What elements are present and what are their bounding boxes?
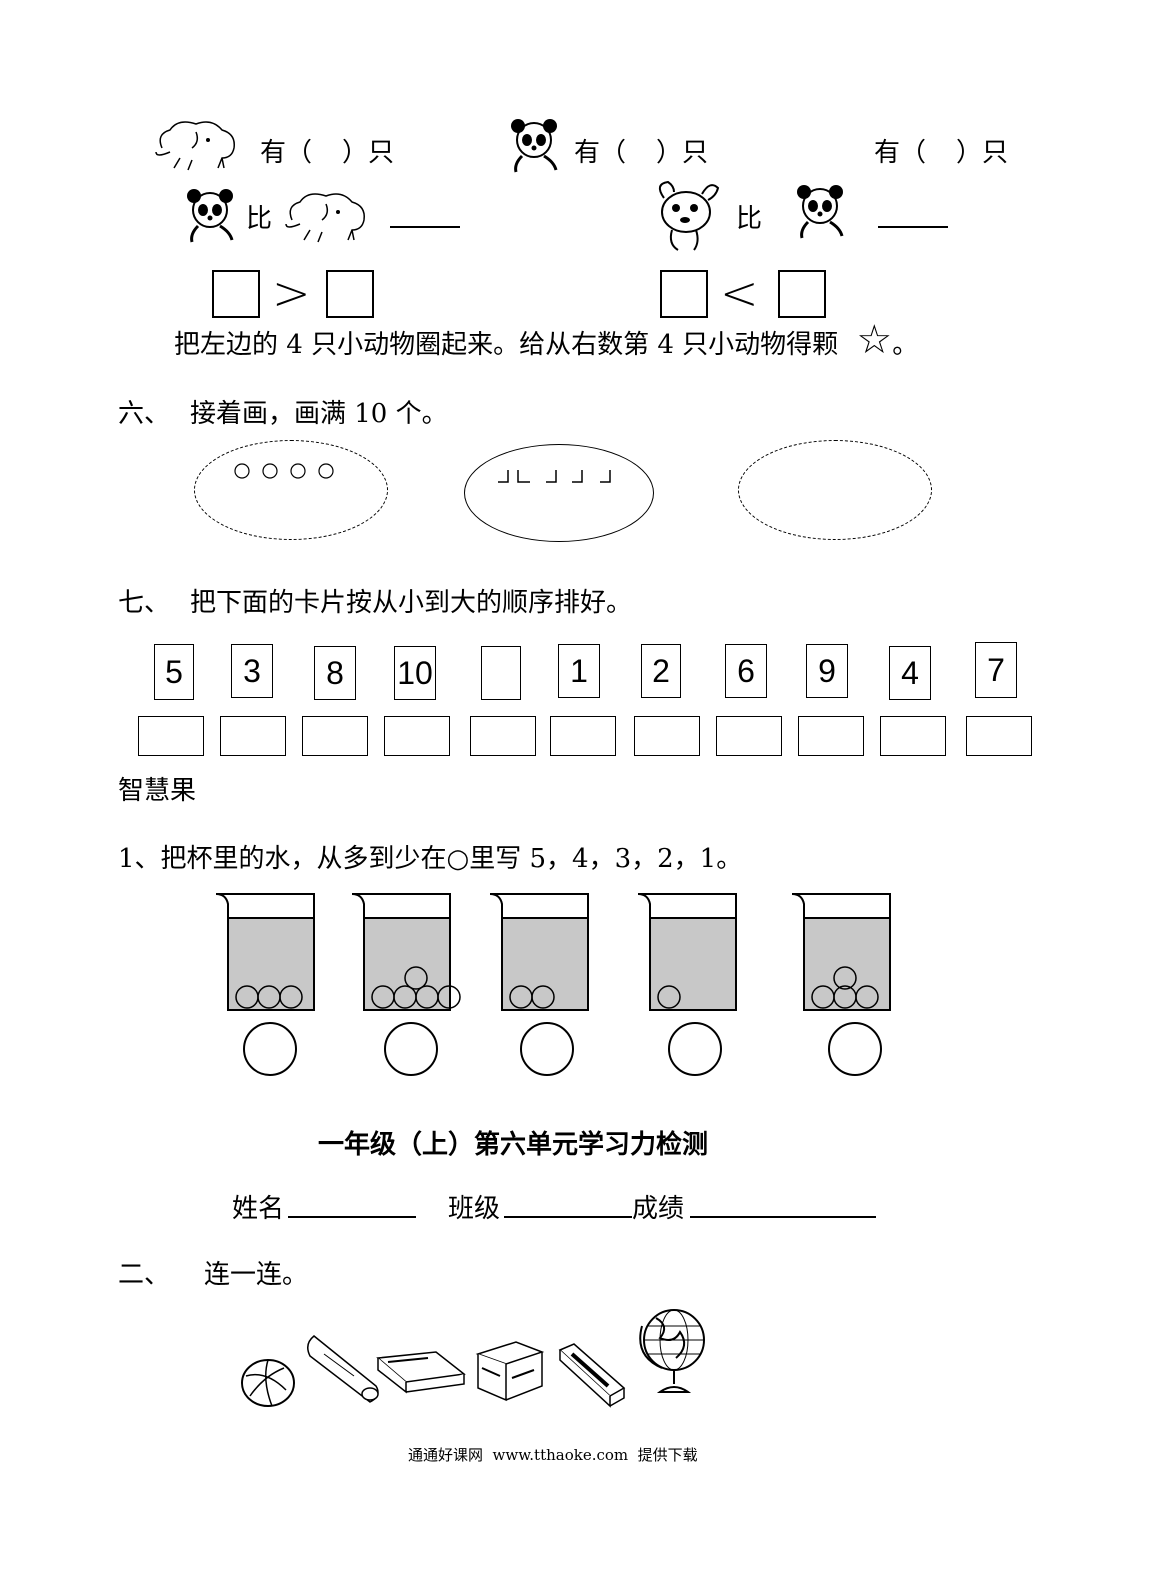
volleyball-icon: [241, 1359, 295, 1407]
answer-box[interactable]: [212, 270, 260, 318]
count-prefix: 有（: [874, 138, 927, 168]
class-blank[interactable]: [504, 1216, 632, 1218]
compare-word: 比: [736, 204, 763, 234]
section-text: 接着画，画满 10 个。: [190, 399, 448, 429]
answer-slot[interactable]: [302, 716, 368, 756]
number-card[interactable]: 5: [154, 644, 194, 700]
draw-oval-ticks[interactable]: [464, 444, 654, 542]
score-label: 成绩: [632, 1194, 685, 1224]
answer-circle[interactable]: [668, 1022, 722, 1076]
number-card[interactable]: [481, 646, 521, 700]
pencil-case-icon: [376, 1351, 466, 1394]
answer-box[interactable]: [660, 270, 708, 318]
answer-circle[interactable]: [828, 1022, 882, 1076]
footer-credit: 通通好课网 www.tthaoke.com 提供下载: [408, 1446, 698, 1464]
water-ball: [657, 985, 681, 1009]
water-ball: [833, 966, 857, 990]
count-suffix: ）只: [342, 138, 395, 168]
count-prefix: 有（: [260, 138, 313, 168]
answer-box[interactable]: [778, 270, 826, 318]
number-card[interactable]: 3: [231, 644, 273, 698]
count-suffix: ）只: [656, 138, 709, 168]
panda-icon: [797, 185, 844, 239]
answer-slot[interactable]: [798, 716, 864, 756]
number-card[interactable]: 4: [889, 646, 931, 700]
count-prefix: 有（: [574, 138, 627, 168]
answer-slot[interactable]: [470, 716, 536, 756]
section-text: 把下面的卡片按从小到大的顺序排好。: [190, 588, 633, 618]
count-suffix: ）只: [956, 138, 1009, 168]
elephant-icon: [155, 121, 235, 171]
water-cup: [637, 893, 737, 1011]
answer-slot[interactable]: [966, 716, 1032, 756]
globe-icon: [639, 1309, 705, 1393]
small-circles-pattern: [234, 463, 334, 479]
name-label: 姓名: [232, 1194, 285, 1224]
name-blank[interactable]: [288, 1216, 416, 1218]
water-cup: [489, 893, 589, 1011]
number-card[interactable]: 8: [314, 646, 356, 700]
answer-slot[interactable]: [138, 716, 204, 756]
box-icon: [475, 1341, 545, 1402]
answer-blank[interactable]: [390, 226, 460, 228]
water-cup: [791, 893, 891, 1011]
water-cup: [351, 893, 461, 1011]
circle-instruction: 把左边的 4 只小动物圈起来。给从右数第 4 只小动物得颗 ☆。: [174, 320, 919, 361]
section-number: 六、: [118, 399, 171, 429]
answer-slot[interactable]: [634, 716, 700, 756]
water-ball: [437, 985, 461, 1009]
draw-oval-circles[interactable]: [194, 440, 388, 540]
answer-blank[interactable]: [878, 226, 948, 228]
answer-circle[interactable]: [384, 1022, 438, 1076]
section-text: 连一连。: [204, 1260, 309, 1290]
section-number: 七、: [118, 588, 171, 618]
answer-circle[interactable]: [243, 1022, 297, 1076]
section-number: 二、: [118, 1260, 171, 1290]
water-cup: [215, 893, 315, 1011]
tick-marks-pattern: [498, 470, 611, 483]
elephant-icon: [285, 193, 365, 243]
paper-roll-icon: [307, 1335, 379, 1403]
class-label: 班级: [448, 1194, 501, 1224]
number-card[interactable]: 9: [806, 644, 848, 698]
water-ball: [855, 985, 879, 1009]
panda-icon: [187, 189, 234, 243]
water-ball: [404, 966, 428, 990]
number-card[interactable]: 1: [558, 644, 600, 698]
eraser-icon: [558, 1343, 626, 1408]
instruction-text: 把左边的 4 只小动物圈起来。给从右数第 4 只小动物得颗: [174, 330, 839, 360]
answer-slot[interactable]: [550, 716, 616, 756]
panda-icon: [511, 119, 558, 173]
number-card[interactable]: 6: [725, 644, 767, 698]
wisdom-heading: 智慧果: [118, 776, 197, 806]
number-card[interactable]: 10: [394, 646, 436, 700]
number-card[interactable]: 7: [975, 642, 1017, 698]
answer-slot[interactable]: [384, 716, 450, 756]
answer-slot[interactable]: [880, 716, 946, 756]
score-blank[interactable]: [690, 1216, 876, 1218]
cups-instruction: 1、把杯里的水，从多到少在○里写 5，4，3，2，1。: [118, 844, 743, 874]
greater-than-sign: >: [272, 266, 311, 320]
draw-oval-empty[interactable]: [738, 440, 932, 540]
answer-box[interactable]: [326, 270, 374, 318]
water-ball: [531, 985, 555, 1009]
bear-icon: [658, 180, 720, 251]
instruction-end: 。: [892, 330, 919, 360]
answer-slot[interactable]: [220, 716, 286, 756]
water-ball: [279, 985, 303, 1009]
answer-slot[interactable]: [716, 716, 782, 756]
star-icon: ☆: [856, 317, 893, 363]
page-title: 一年级（上）第六单元学习力检测: [318, 1130, 709, 1160]
compare-word: 比: [246, 204, 273, 234]
answer-circle[interactable]: [520, 1022, 574, 1076]
number-card[interactable]: 2: [641, 644, 681, 698]
less-than-sign: <: [720, 266, 759, 320]
